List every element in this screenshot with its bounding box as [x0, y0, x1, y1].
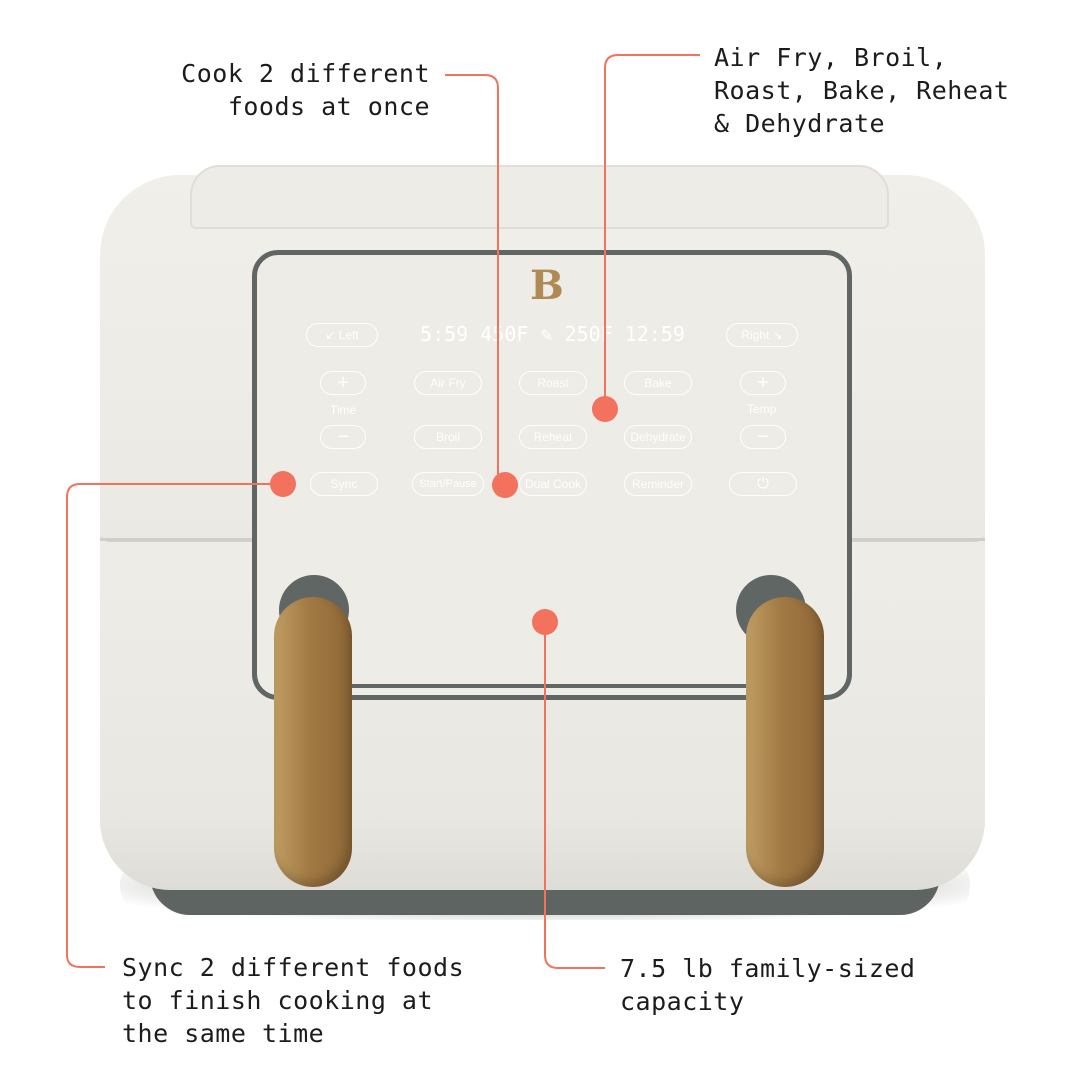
- sync-button[interactable]: Sync: [310, 472, 378, 496]
- capacity-marker: [532, 609, 558, 635]
- dual-cook-marker: [492, 472, 518, 498]
- start-pause-button[interactable]: Start/Pause: [412, 472, 484, 496]
- temp-plus-button[interactable]: +: [740, 371, 786, 395]
- reheat-button[interactable]: Reheat: [519, 425, 587, 449]
- temp-minus-button[interactable]: −: [740, 425, 786, 449]
- functions-marker: [592, 396, 618, 422]
- time-plus-button[interactable]: +: [320, 371, 366, 395]
- left-basket-handle[interactable]: [274, 597, 352, 887]
- bake-button[interactable]: Bake: [624, 371, 692, 395]
- reminder-button[interactable]: Reminder: [624, 472, 692, 496]
- drawer-divider: [352, 684, 747, 688]
- brand-logo: B: [530, 262, 564, 309]
- callout-dual-cook: Cook 2 different foods at once: [181, 59, 430, 121]
- time-minus-button[interactable]: −: [320, 425, 366, 449]
- capacity-leader: [544, 622, 605, 969]
- dual-cook-leader: [445, 74, 499, 485]
- functions-leader: [604, 54, 700, 408]
- roast-button[interactable]: Roast: [519, 371, 587, 395]
- right-basket-button[interactable]: Right ↘: [726, 323, 798, 347]
- sync-marker: [270, 471, 296, 497]
- callout-capacity: 7.5 lb family-sized capacity: [620, 954, 916, 1016]
- callout-sync: Sync 2 different foods to finish cooking…: [122, 953, 465, 1048]
- fryer-lid: [190, 165, 889, 229]
- power-button[interactable]: ⏻: [729, 472, 797, 496]
- dehydrate-button[interactable]: Dehydrate: [624, 425, 692, 449]
- left-basket-button[interactable]: ↙ Left: [306, 323, 378, 347]
- temp-label: Temp: [747, 402, 777, 416]
- temperature-display: 5:59 450F ✎ 250F 12:59: [420, 322, 685, 346]
- broil-button[interactable]: Broil: [414, 425, 482, 449]
- air-fry-button[interactable]: Air Fry: [414, 371, 482, 395]
- dual-cook-button[interactable]: Dual Cook: [519, 472, 587, 496]
- right-basket-handle[interactable]: [746, 597, 824, 887]
- time-label: Time: [330, 403, 357, 417]
- sync-leader: [66, 483, 283, 968]
- callout-functions: Air Fry, Broil, Roast, Bake, Reheat & De…: [714, 43, 1010, 138]
